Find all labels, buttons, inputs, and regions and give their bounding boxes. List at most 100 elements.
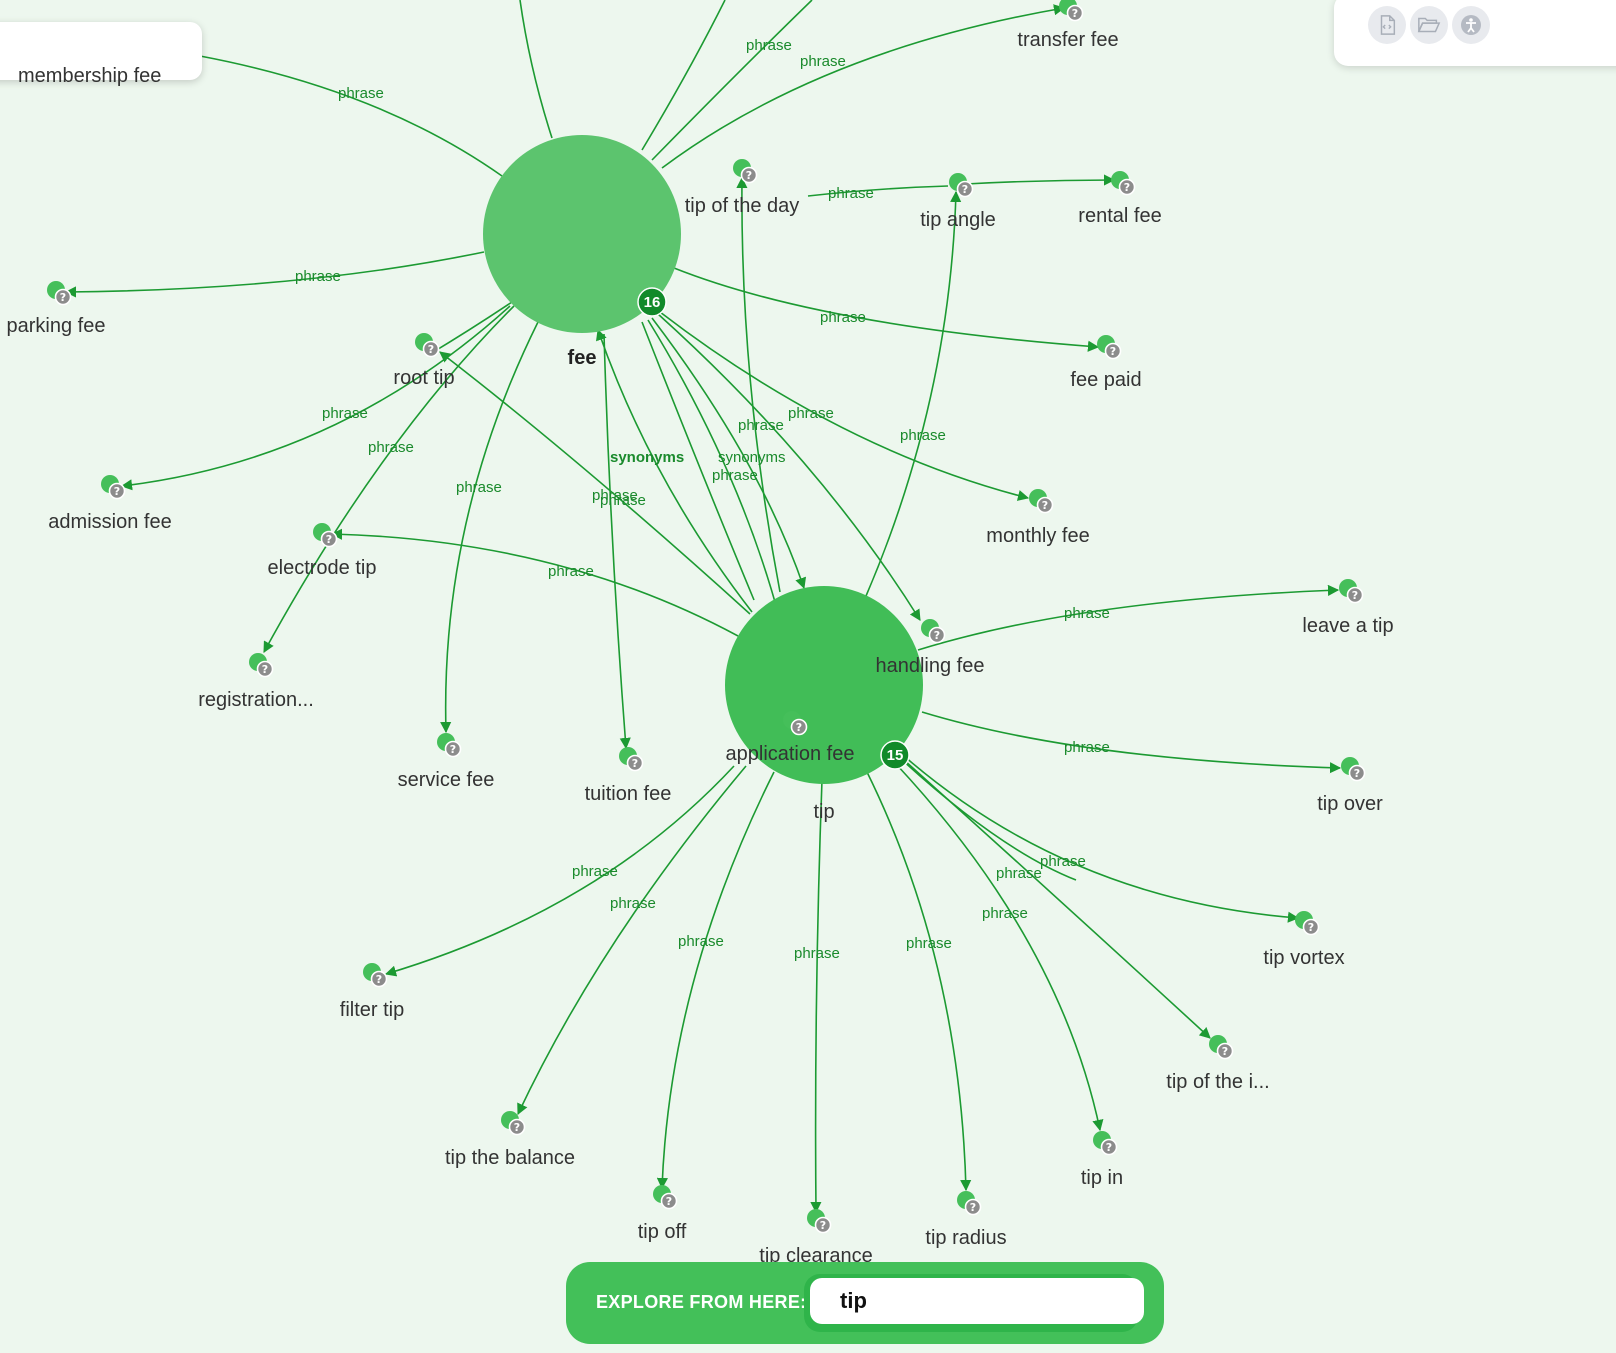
help-icon[interactable] <box>370 970 388 988</box>
help-icon-glyph: ? <box>1308 921 1314 934</box>
edge-fee-offscreen-top1 <box>519 0 553 139</box>
node-service-fee[interactable]: ?service fee <box>398 733 495 791</box>
help-icon[interactable] <box>320 530 338 548</box>
help-icon[interactable] <box>956 180 974 198</box>
node-admission-fee[interactable]: ?admission fee <box>48 475 172 533</box>
edge-label-phrase: phrase <box>678 933 724 950</box>
node-tip-of-the-i[interactable]: ?tip of the i... <box>1166 1035 1270 1093</box>
help-icon-glyph: ? <box>796 721 802 734</box>
hub-tip-circle[interactable] <box>725 586 923 784</box>
code-file-icon[interactable] <box>1368 6 1406 44</box>
node-tip-angle[interactable]: ?tip angle <box>920 173 996 231</box>
edge-label-phrase: phrase <box>788 405 834 422</box>
node-label: monthly fee <box>986 525 1089 547</box>
help-icon[interactable] <box>1100 1138 1118 1156</box>
accessibility-icon[interactable] <box>1452 6 1490 44</box>
hub-tip[interactable]: 15 tip <box>725 586 923 823</box>
edge-fee-admission-fee <box>120 305 511 491</box>
help-icon[interactable] <box>964 1198 982 1216</box>
help-icon[interactable] <box>54 288 72 306</box>
help-icon[interactable] <box>1104 342 1122 360</box>
explore-input[interactable] <box>810 1278 1144 1324</box>
edge-fee-transfer-fee <box>661 4 1066 169</box>
help-icon[interactable] <box>508 1118 526 1136</box>
edge-fee-membership <box>199 55 503 177</box>
hub-fee-circle[interactable] <box>483 135 681 333</box>
help-icon-glyph: ? <box>1110 345 1116 358</box>
edge-label-phrase: phrase <box>572 863 618 880</box>
edge-tip-filter-tip <box>384 765 735 977</box>
help-icon[interactable] <box>108 482 126 500</box>
edges <box>64 0 1342 1214</box>
help-icon[interactable] <box>1118 178 1136 196</box>
edge-label-phrase: phrase <box>548 563 594 580</box>
help-icon-glyph: ? <box>1222 1045 1228 1058</box>
edge-fee-parking-fee <box>64 251 485 298</box>
edge-label-phrase: phrase <box>900 427 946 444</box>
help-icon[interactable] <box>1348 764 1366 782</box>
node-transfer-fee[interactable]: ?transfer fee <box>1017 0 1119 51</box>
node-root-tip[interactable]: ?root tip <box>393 333 455 389</box>
help-icon[interactable] <box>660 1192 678 1210</box>
node-tip-radius[interactable]: ?tip radius <box>925 1191 1007 1249</box>
edge-label-phrase: phrase <box>1040 853 1086 870</box>
node-tip-in[interactable]: ?tip in <box>1081 1131 1123 1189</box>
edge-fee-offscreen-top3 <box>651 0 813 161</box>
node-leave-a-tip[interactable]: ?leave a tip <box>1302 579 1394 637</box>
help-icon[interactable] <box>1036 496 1054 514</box>
help-icon-glyph: ? <box>376 973 382 986</box>
edge-tip-electrode-tip <box>330 528 739 637</box>
node-tip-over[interactable]: ? tip over <box>1317 757 1383 815</box>
help-icon[interactable] <box>444 740 462 758</box>
edge-tip-tuition-fee <box>603 333 631 750</box>
node-tip-clearance[interactable]: ?tip clearance <box>759 1209 873 1267</box>
help-icon-glyph: ? <box>1106 1141 1112 1154</box>
edge-label-phrase: phrase <box>982 905 1028 922</box>
help-icon[interactable] <box>790 718 808 736</box>
folder-open-icon[interactable] <box>1410 6 1448 44</box>
help-icon[interactable] <box>814 1216 832 1234</box>
node-tip-the-balance[interactable]: ?tip the balance <box>445 1111 575 1169</box>
node-label: fee paid <box>1070 369 1141 391</box>
hub-fee[interactable]: 16 fee <box>483 135 681 369</box>
node-tuition-fee[interactable]: ?tuition fee <box>585 747 672 805</box>
node-monthly-fee[interactable]: ?monthly fee <box>986 489 1090 547</box>
node-label: tip of the day <box>685 195 800 217</box>
node-handling-fee[interactable]: ?handling fee <box>876 619 985 677</box>
edge-fee-offscreen-top2 <box>641 0 726 151</box>
help-icon[interactable] <box>626 754 644 772</box>
help-icon[interactable] <box>740 166 758 184</box>
node-tip-vortex[interactable]: ?tip vortex <box>1263 911 1345 969</box>
help-icon-glyph: ? <box>326 533 332 546</box>
edge-tip-fee-synonyms <box>596 328 753 613</box>
edge-fee-service-fee <box>440 321 539 734</box>
left-panel[interactable]: membership fee <box>0 22 202 87</box>
node-label: admission fee <box>48 511 171 533</box>
help-icon[interactable] <box>422 340 440 358</box>
help-icon[interactable] <box>1066 4 1084 22</box>
node-rental-fee[interactable]: ?rental fee <box>1078 171 1162 227</box>
node-registration[interactable]: ?registration... <box>198 653 314 711</box>
help-icon[interactable] <box>928 626 946 644</box>
edge-tip-tip-vortex-2 <box>899 757 1077 881</box>
help-icon[interactable] <box>256 660 274 678</box>
node-label: filter tip <box>340 999 404 1021</box>
edge-tip-tip-clearance <box>810 779 823 1214</box>
node-tip-of-the-day[interactable]: ?tip of the day <box>685 159 800 217</box>
node-filter-tip[interactable]: ? filter tip <box>340 963 404 1021</box>
node-electrode-tip[interactable]: ?electrode tip <box>268 523 377 579</box>
edge-label-phrase: phrase <box>592 487 638 504</box>
node-fee-paid[interactable]: ? fee paid <box>1070 335 1142 391</box>
help-icon[interactable] <box>1302 918 1320 936</box>
node-label: registration... <box>198 689 314 711</box>
help-icon[interactable] <box>1346 586 1364 604</box>
node-label: tip over <box>1317 793 1383 815</box>
help-icon-glyph: ? <box>1354 767 1360 780</box>
node-tip-off[interactable]: ?tip off <box>638 1185 687 1243</box>
node-parking-fee[interactable]: ?parking fee <box>7 281 106 337</box>
help-icon[interactable] <box>1216 1042 1234 1060</box>
node-application-fee[interactable]: ?application fee <box>726 711 855 765</box>
explore-label: EXPLORE FROM HERE: <box>596 1292 807 1312</box>
left-panel-text: membership fee <box>18 65 162 87</box>
